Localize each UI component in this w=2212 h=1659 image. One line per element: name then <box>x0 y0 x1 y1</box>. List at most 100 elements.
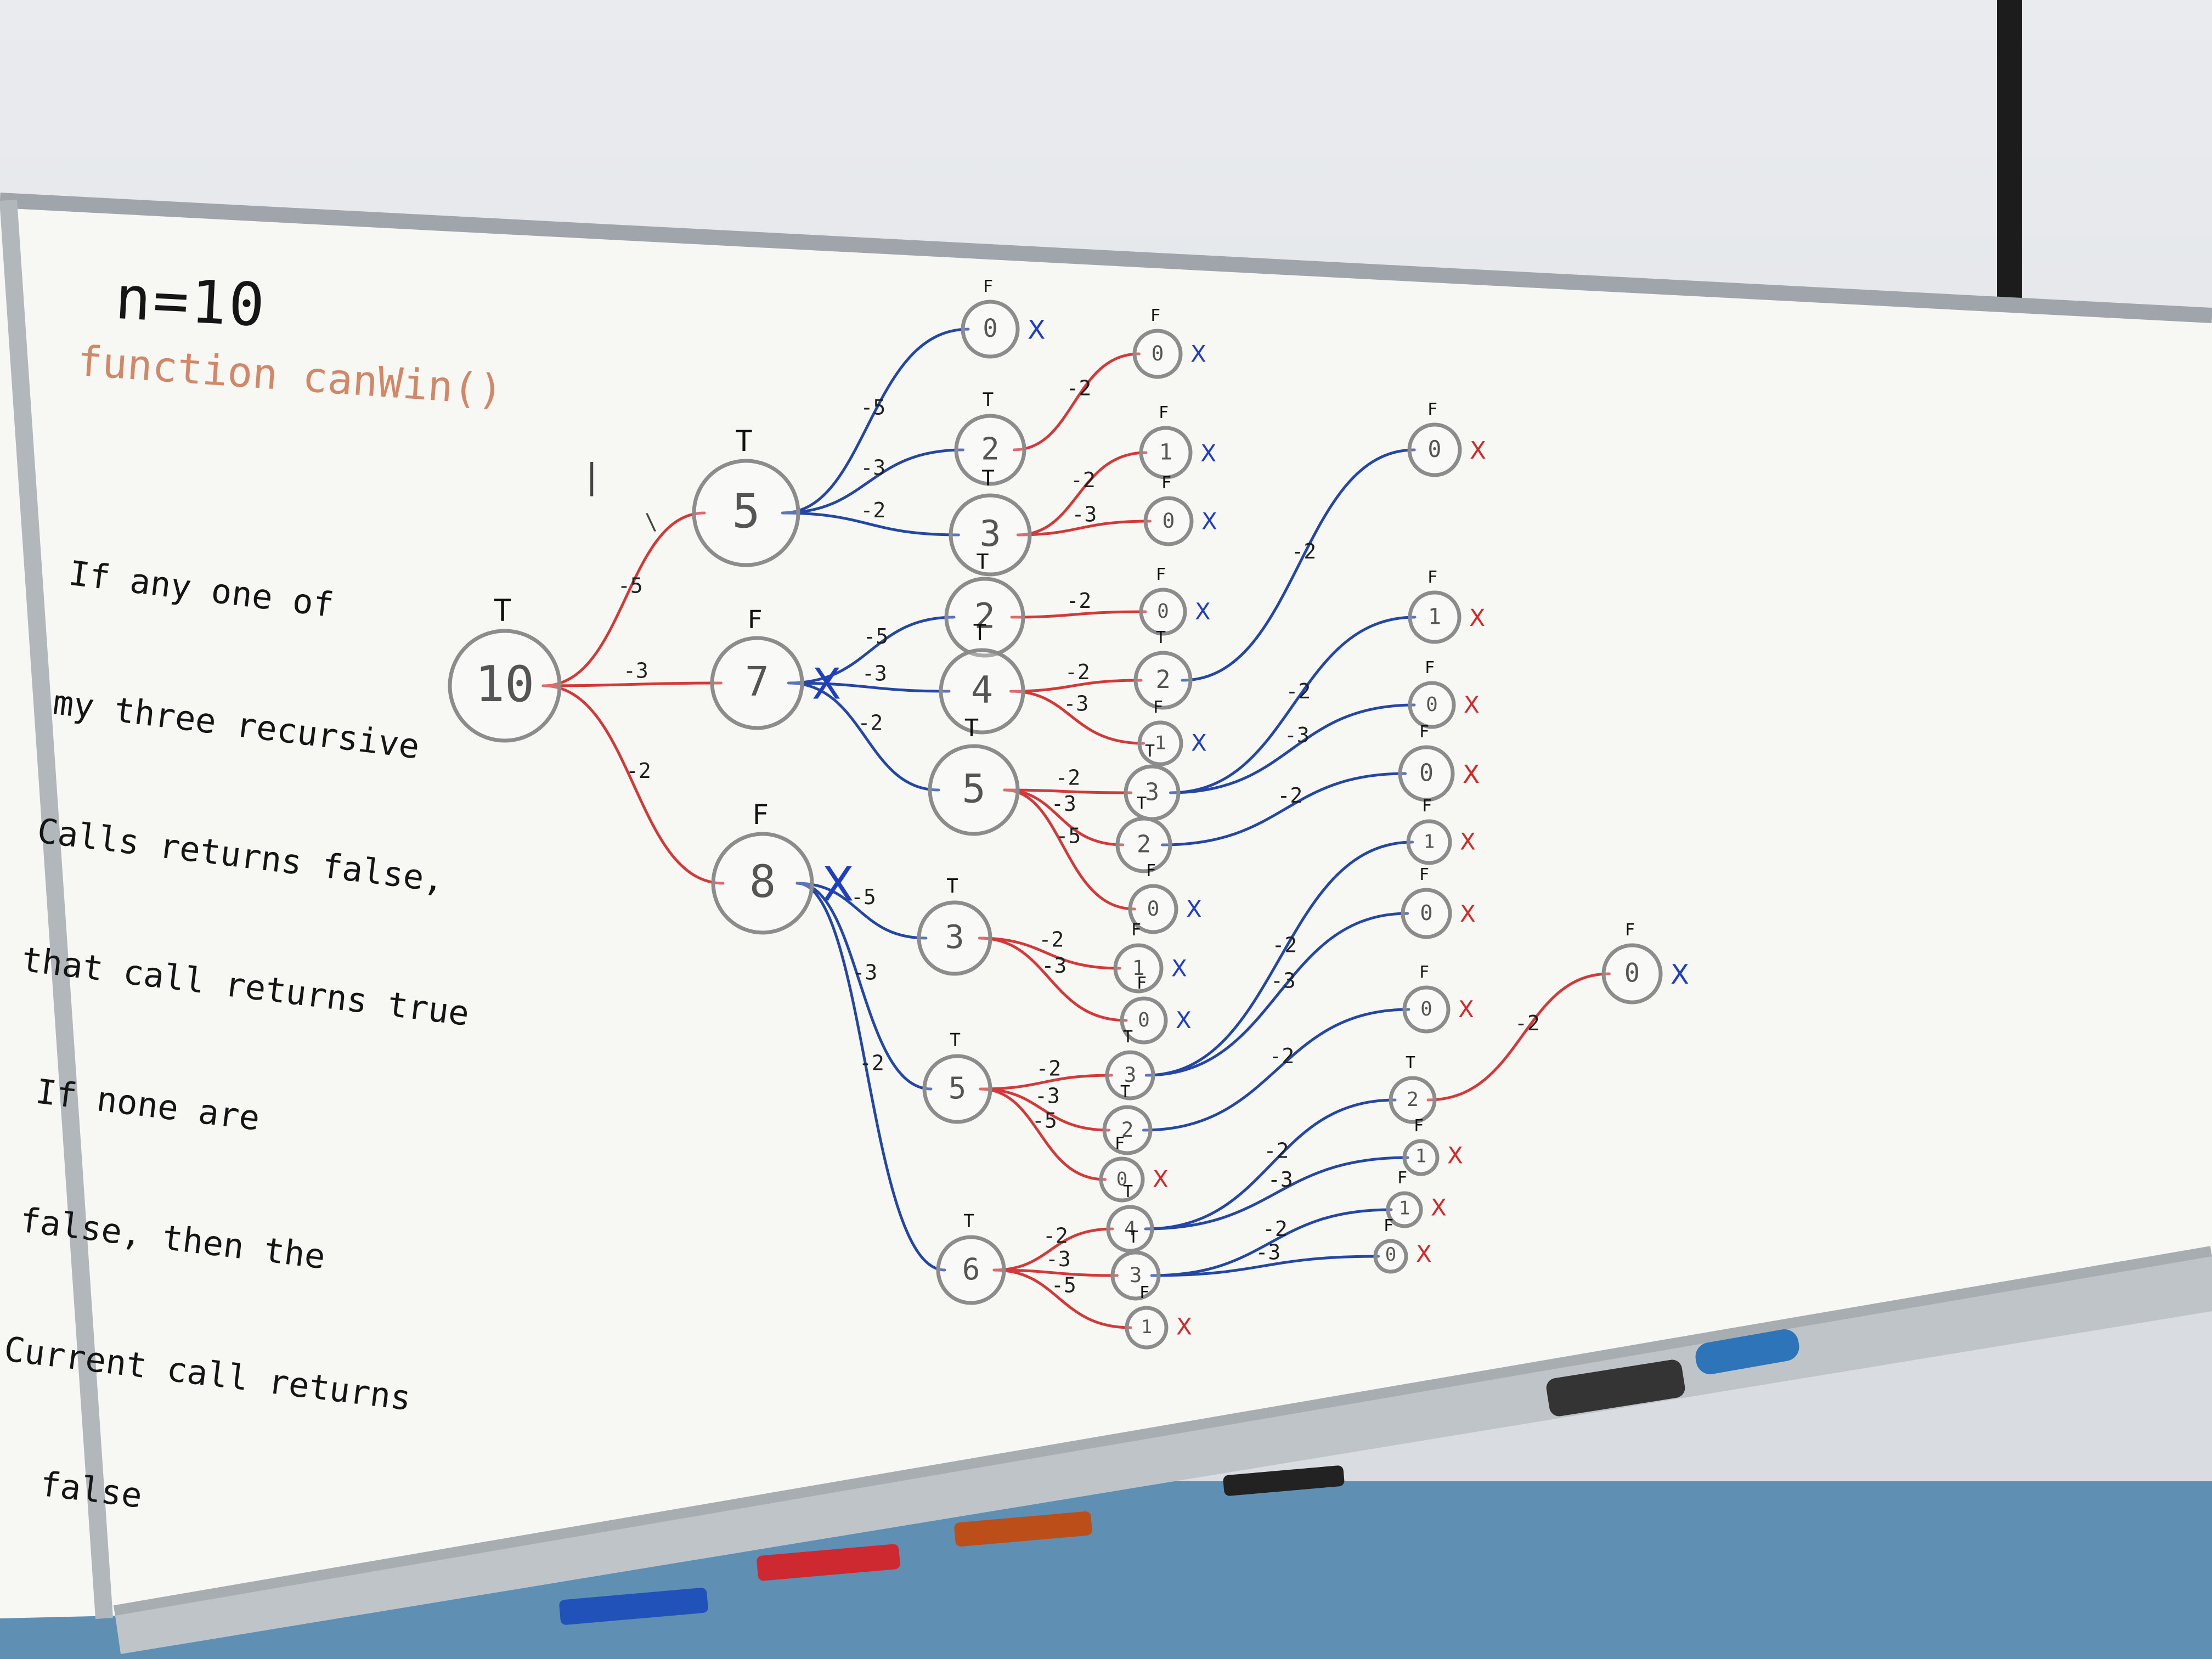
node-status-17: F <box>1156 565 1166 584</box>
node-status-31: F <box>1427 400 1437 419</box>
node-status-1: T <box>493 593 511 628</box>
node-circle-6 <box>954 414 1026 486</box>
edge-label-41: -2 <box>1515 1011 1540 1035</box>
recursion-tree: -5-3-2-5-3-2-5-3-2-5-3-2-2-2-3-2-2-3-2-3… <box>448 277 1689 1350</box>
blue-marker[interactable] <box>559 1587 709 1625</box>
edge-13 <box>1012 352 1141 452</box>
edge-label-14: -2 <box>1070 468 1096 492</box>
node-status-15: F <box>1159 403 1169 422</box>
node-status-41: F <box>1384 1216 1393 1235</box>
node-status-25: T <box>1123 1028 1133 1047</box>
node-status-10: T <box>964 714 979 742</box>
edge-label-2: -3 <box>623 659 648 683</box>
node-value-33: 0 <box>1426 693 1438 716</box>
tree-node-12: 5T <box>922 1029 992 1124</box>
node-status-37: F <box>1419 963 1429 982</box>
orange-marker[interactable] <box>954 1511 1093 1547</box>
node-circle-4 <box>711 832 814 935</box>
node-value-38: 2 <box>1407 1088 1419 1111</box>
node-value-9: 4 <box>971 668 994 712</box>
false-mark-40: X <box>1431 1194 1447 1221</box>
edge-label-10: -5 <box>851 885 876 909</box>
node-status-13: T <box>963 1210 974 1232</box>
edge-label-15: -3 <box>1072 503 1097 527</box>
node-value-27: 0 <box>1116 1169 1128 1190</box>
rule-note-line-3: Calls returns false, <box>35 810 447 900</box>
rule-note-line-4: that call returns true <box>19 939 472 1034</box>
n-title: n=10 <box>113 263 269 341</box>
edge-32 <box>1169 703 1416 794</box>
edge-17 <box>1009 679 1143 693</box>
edge-37 <box>1144 1098 1397 1231</box>
node-circle-32 <box>1408 590 1462 644</box>
node-status-32: F <box>1427 568 1437 587</box>
node-value-28: 4 <box>1124 1217 1136 1240</box>
edge-label-34: -2 <box>1272 933 1297 957</box>
edge-label-13: -2 <box>1066 376 1092 400</box>
node-circle-37 <box>1402 985 1451 1034</box>
edge-24 <box>979 1074 1113 1091</box>
node-value-4: 8 <box>749 856 776 908</box>
spray-bottle[interactable] <box>1693 1327 1801 1376</box>
false-mark-33: X <box>1464 691 1480 718</box>
node-circle-3 <box>710 636 804 730</box>
edge-label-33: -2 <box>1278 783 1303 808</box>
edge-label-37: -2 <box>1264 1139 1289 1163</box>
node-circle-42 <box>1601 943 1663 1005</box>
node-circle-14 <box>1132 329 1183 379</box>
edge-8 <box>787 681 951 693</box>
edge-36 <box>1142 1008 1410 1132</box>
node-circle-24 <box>1120 996 1168 1045</box>
node-value-8: 2 <box>974 596 995 636</box>
rule-note-line-2: my three recursive <box>50 681 422 767</box>
black-marker[interactable] <box>1223 1465 1345 1496</box>
false-mark-42: X <box>1671 958 1689 990</box>
node-value-31: 0 <box>1428 436 1442 462</box>
rule-note-line-5: If none are <box>33 1071 262 1139</box>
edge-33 <box>1161 772 1407 847</box>
node-status-38: T <box>1406 1053 1415 1073</box>
node-value-25: 3 <box>1124 1063 1137 1087</box>
node-value-32: 1 <box>1428 603 1441 630</box>
false-mark-39: X <box>1447 1142 1463 1169</box>
edge-16 <box>1010 610 1147 619</box>
edge-1 <box>541 511 706 687</box>
false-mark-24: X <box>1176 1007 1192 1034</box>
red-marker[interactable] <box>756 1544 900 1581</box>
node-circle-29 <box>1110 1250 1161 1301</box>
edge-label-16: -2 <box>1066 589 1092 613</box>
tree-node-30: 1FX <box>1125 1283 1192 1350</box>
tree-node-3: 7FX <box>710 605 841 730</box>
node-status-3: F <box>747 605 762 634</box>
edge-label-32: -3 <box>1284 723 1310 747</box>
tree-node-39: 1FX <box>1402 1116 1463 1176</box>
node-circle-18 <box>1133 651 1193 710</box>
edge-30 <box>1181 448 1416 682</box>
edge-label-23: -3 <box>1042 953 1067 978</box>
edge-10 <box>795 882 928 940</box>
board-left-frame <box>0 199 113 1620</box>
tree-node-24: 0FX <box>1120 974 1192 1045</box>
node-status-28: T <box>1123 1182 1133 1201</box>
node-circle-16 <box>1143 496 1194 546</box>
node-value-12: 5 <box>949 1071 967 1105</box>
node-value-42: 0 <box>1624 959 1640 989</box>
node-circle-2 <box>692 459 800 567</box>
node-status-24: F <box>1137 974 1147 993</box>
false-mark-37: X <box>1458 996 1474 1023</box>
tree-node-35: 1FX <box>1406 797 1476 865</box>
tree-node-21: 2T <box>1115 794 1172 873</box>
board-eraser[interactable] <box>1545 1358 1686 1418</box>
node-value-18: 2 <box>1155 665 1170 694</box>
false-mark-36: X <box>1460 900 1476 927</box>
tree-node-8: 2T <box>944 550 1025 658</box>
false-mark-16: X <box>1201 508 1217 535</box>
node-status-22: F <box>1146 861 1156 881</box>
edge-3 <box>541 684 725 885</box>
loose-stroke-mark: | <box>582 456 602 497</box>
false-mark-35: X <box>1460 828 1476 855</box>
node-value-10: 5 <box>962 765 985 811</box>
tree-node-16: 0FX <box>1143 473 1217 546</box>
tree-node-27: 0FX <box>1099 1134 1169 1203</box>
